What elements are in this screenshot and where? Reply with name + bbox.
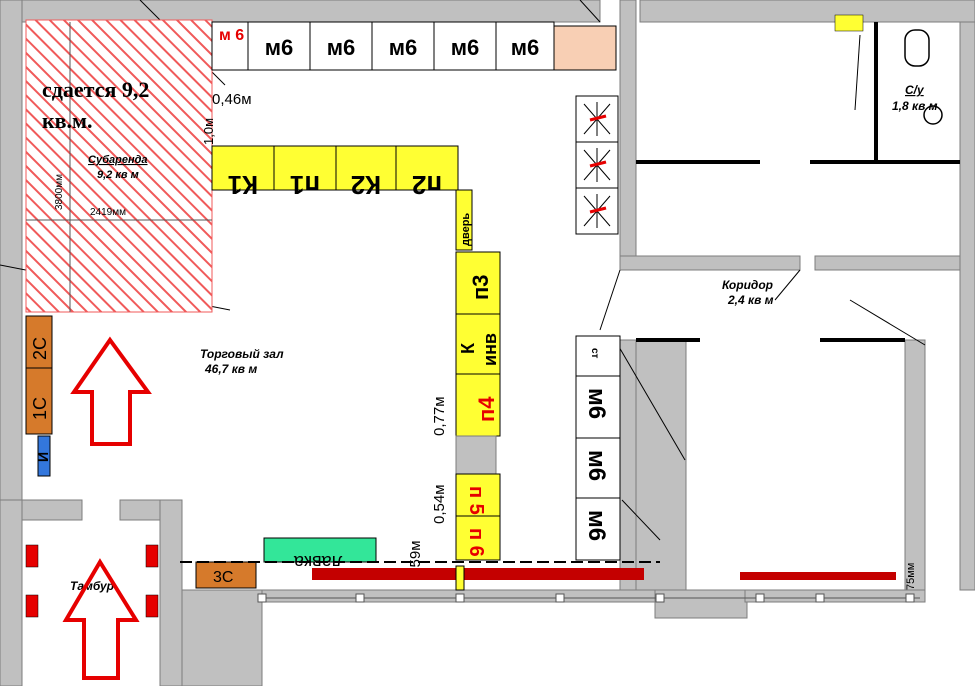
- x-boxes: [575, 95, 619, 235]
- marker-i: И: [35, 452, 51, 462]
- toilet-icon: [904, 29, 943, 125]
- row-cell-p1: п1: [290, 170, 320, 200]
- bench-box: [263, 537, 377, 563]
- block-1c: 1С: [30, 397, 50, 420]
- corridor-area: 2,4 кв м: [727, 293, 774, 307]
- wc-area: 1,8 кв м: [892, 99, 938, 113]
- rent-area-text: 9,2 кв м: [97, 169, 139, 181]
- top-cell-5: м6: [511, 35, 540, 60]
- window-markers: [257, 593, 915, 603]
- rent-dim-lines: [26, 22, 212, 312]
- yellow-column: дверь п3 К инв п4 п 5 п 6: [455, 189, 501, 561]
- inv-label: инв: [480, 333, 500, 366]
- p4-label: п4: [474, 396, 499, 422]
- top-cell-1: м6: [265, 35, 294, 60]
- rent-label: Субаренда: [88, 154, 148, 166]
- block-3c: 3С: [213, 569, 233, 586]
- rent-dim-height: 3800мм: [54, 174, 65, 210]
- p3-label: п3: [468, 274, 493, 300]
- dim-054: 0,54м: [431, 484, 448, 524]
- arrow-up-icon: [70, 336, 152, 446]
- door-label: дверь: [460, 213, 472, 246]
- yellow-post: [455, 565, 465, 591]
- dim-side: 1,0м: [201, 118, 216, 145]
- rent-dim-width: 2419мм: [90, 207, 126, 218]
- vestibule-label: Тамбур: [70, 579, 114, 593]
- k-label: К: [458, 342, 478, 354]
- block-3c-box: [195, 561, 257, 589]
- rent-headline-unit: кв.м.: [42, 108, 93, 133]
- corridor-label: Коридор: [722, 278, 773, 292]
- top-cell-2: м6: [327, 35, 356, 60]
- stand-cell-2: м6: [583, 450, 610, 481]
- dim-046: 0,46м: [212, 91, 252, 108]
- dim-077: 0,77м: [431, 396, 448, 436]
- row-cell-k2: К2: [351, 170, 381, 200]
- top-corner-label: м 6: [219, 27, 244, 44]
- wc-yellow-marker: [834, 14, 864, 32]
- top-cell-4: м6: [451, 35, 480, 60]
- block-2c: 2С: [30, 337, 50, 360]
- trade-hall-label: Торговый зал: [200, 347, 284, 361]
- p6-label: п 6: [465, 528, 487, 557]
- left-blocks: 2С 1С И: [25, 315, 53, 477]
- top-row: м 6 м6 м6 м6 м6 м6: [211, 21, 617, 71]
- stand-cell-1: м6: [583, 388, 610, 419]
- vestibule-shelves: [25, 544, 159, 618]
- trade-hall-area: 46,7 кв м: [204, 362, 257, 376]
- internal-partitions: [636, 22, 960, 342]
- row-cell-p2: п2: [412, 170, 442, 200]
- top-cell-3: м6: [389, 35, 418, 60]
- dim-right: 75мм: [905, 563, 917, 590]
- arrow-up-entrance-icon: [62, 558, 140, 680]
- red-bar-left: [312, 568, 644, 580]
- wc-label: С/у: [905, 83, 925, 97]
- row-cell-k1: К1: [228, 170, 258, 200]
- p5-label: п 5: [465, 486, 487, 515]
- yellow-row: К1 п1 К2 п2: [211, 145, 459, 200]
- stand-small-label: ст: [589, 348, 600, 359]
- stand-cell-3: м6: [583, 510, 610, 541]
- right-stands: ст м6 м6 м6: [575, 335, 621, 561]
- red-bar-right: [740, 572, 896, 580]
- rent-area: [25, 19, 213, 313]
- rent-headline: сдается 9,2: [42, 77, 149, 102]
